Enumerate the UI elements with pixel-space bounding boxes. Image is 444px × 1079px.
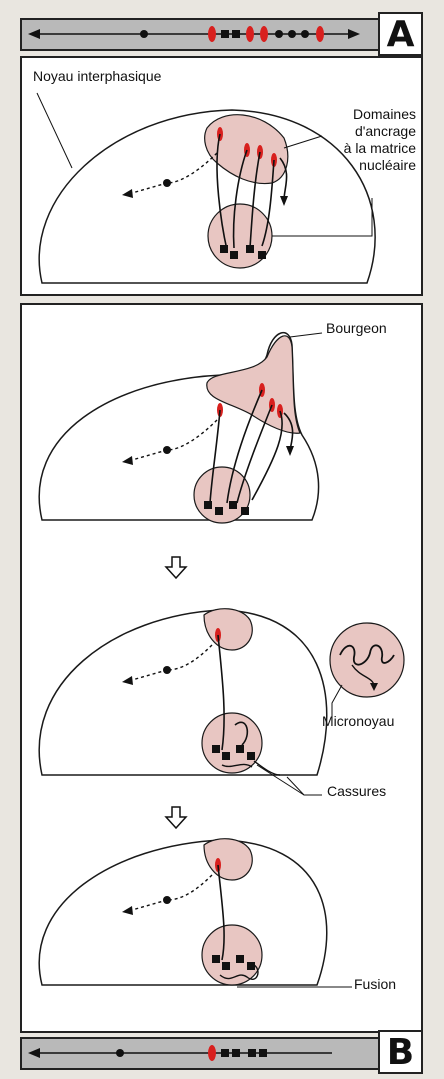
panel-a-diagram <box>22 58 421 294</box>
label-breaks: Cassures <box>327 783 386 800</box>
chromosome-bar-a <box>20 18 423 51</box>
chromosome-a-diagram <box>22 20 421 49</box>
panel-b <box>20 303 423 1033</box>
label-anchoring-domains: Domaines d'ancrage à la matrice nucléair… <box>300 106 416 174</box>
nucleus-fusion <box>39 840 327 985</box>
nucleus-after-breaks <box>39 610 327 775</box>
down-arrow-1 <box>166 557 186 578</box>
chromosome-b-diagram <box>22 1039 421 1068</box>
panel-b-letter: B <box>378 1030 423 1074</box>
panel-b-diagram <box>22 305 421 1031</box>
label-domains-line3: à la matrice <box>300 140 416 157</box>
panel-a <box>20 56 423 296</box>
label-interphase-nucleus: Noyau interphasique <box>33 68 161 85</box>
panel-a-letter: A <box>378 12 423 56</box>
label-domains-line1: Domaines <box>300 106 416 123</box>
label-bud: Bourgeon <box>326 320 387 337</box>
label-domains-line2: d'ancrage <box>300 123 416 140</box>
label-fusion: Fusion <box>354 976 396 993</box>
down-arrow-2 <box>166 807 186 828</box>
chromosome-bar-b <box>20 1037 423 1070</box>
label-micronucleus: Micronoyau <box>322 713 394 730</box>
label-domains-line4: nucléaire <box>300 157 416 174</box>
